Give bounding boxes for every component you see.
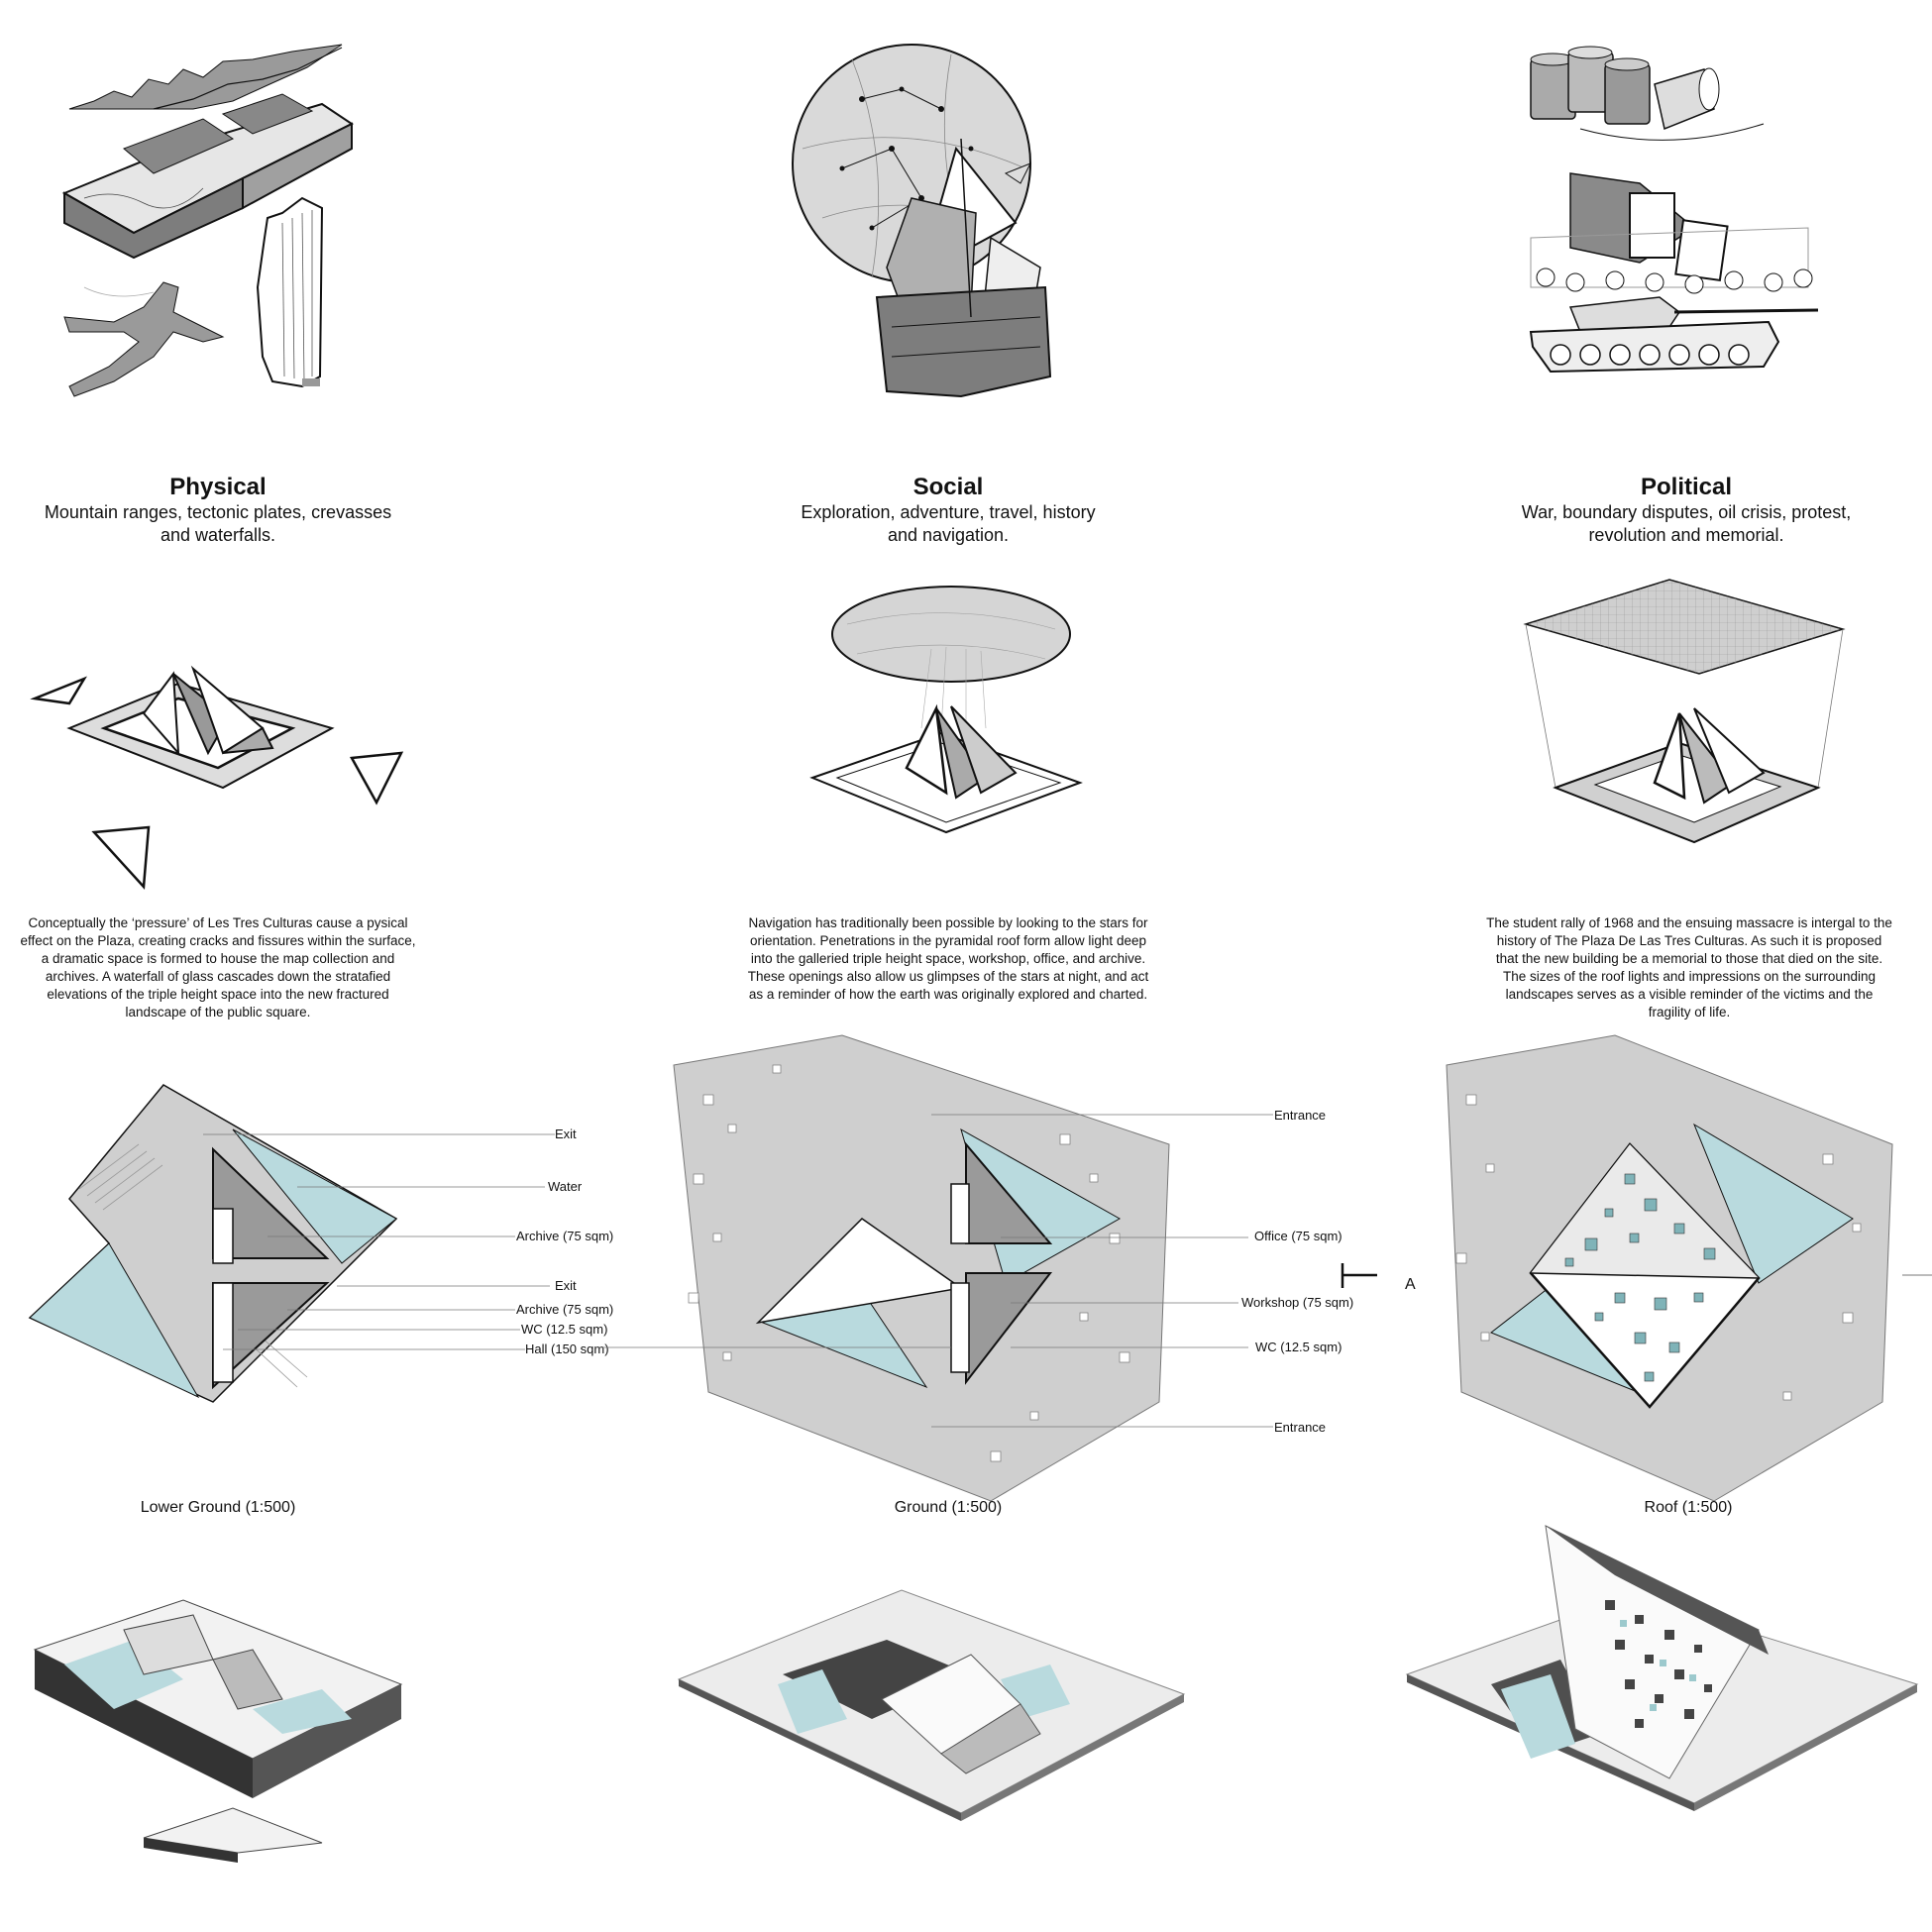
social-subtitle-line2: and navigation. <box>887 525 1010 545</box>
label-hall: Hall (150 sqm) <box>525 1342 609 1356</box>
political-title: Political <box>1640 474 1733 500</box>
perforated-pyramid <box>1545 1525 1760 1779</box>
ground-render <box>677 1589 1186 1821</box>
label-office: Office (75 sqm) <box>1254 1229 1342 1243</box>
label-exit-2: Exit <box>555 1278 577 1293</box>
label-exit-1: Exit <box>555 1127 577 1141</box>
tank-illustration <box>1529 296 1819 374</box>
political-concept-sketch <box>1529 46 1819 374</box>
physical-subtitle-line1: Mountain ranges, tectonic plates, crevas… <box>44 502 392 522</box>
political-memorial-grid-diagram <box>1523 579 1846 844</box>
label-water: Water <box>548 1179 583 1194</box>
physical-subtitle-line2: and waterfalls. <box>160 525 276 545</box>
label-entrance-1: Entrance <box>1274 1108 1327 1123</box>
sailing-ship-illustration <box>875 138 1052 398</box>
label-wc-ground: WC (12.5 sqm) <box>1255 1340 1342 1354</box>
lower-ground-caption: Lower Ground (1:500) <box>140 1499 296 1516</box>
render-water-left <box>778 1669 847 1734</box>
ground-plan <box>594 1034 1273 1502</box>
political-subtitle-line2: revolution and memorial. <box>1588 525 1784 545</box>
section-marker-a: A <box>1405 1276 1416 1293</box>
crevasse-illustration <box>63 281 225 397</box>
lower-ground-plan <box>28 1084 555 1403</box>
social-subtitle-line1: Exploration, adventure, travel, history <box>801 502 1096 522</box>
label-archive-1: Archive (75 sqm) <box>516 1229 614 1243</box>
social-title: Social <box>912 474 984 500</box>
political-description: The student rally of 1968 and the ensuin… <box>1486 915 1892 1020</box>
glass-panel-right <box>1692 1123 1854 1284</box>
protest-crowd-illustration <box>1530 172 1813 294</box>
physical-fractured-plaza-diagram <box>30 665 404 890</box>
water-feature <box>232 1128 397 1264</box>
roof-render <box>1405 1525 1919 1811</box>
lower-ground-render <box>33 1599 403 1863</box>
physical-description: Conceptually the ‘pressure’ of Les Tres … <box>20 915 416 1020</box>
physical-concept-sketch <box>61 44 354 397</box>
label-entrance-2: Entrance <box>1274 1420 1327 1435</box>
label-archive-2: Archive (75 sqm) <box>516 1302 614 1317</box>
social-concept-sketch <box>792 44 1052 398</box>
tectonic-plate-block <box>61 93 354 260</box>
render-glass-edge <box>1501 1674 1575 1759</box>
waterfall-illustration <box>256 196 324 388</box>
label-wc-lower: WC (12.5 sqm) <box>521 1322 608 1337</box>
roof-plan <box>1341 1034 1932 1502</box>
ground-caption: Ground (1:500) <box>894 1499 1003 1516</box>
star-map-disc <box>831 586 1071 683</box>
oil-barrels-illustration <box>1530 46 1765 141</box>
social-description: Navigation has traditionally been possib… <box>747 915 1149 1002</box>
physical-title: Physical <box>169 474 267 500</box>
roof-caption: Roof (1:500) <box>1644 1499 1733 1516</box>
social-star-roof-diagram <box>809 586 1083 834</box>
mountain-range-illustration <box>68 44 343 110</box>
label-workshop: Workshop (75 sqm) <box>1241 1295 1354 1310</box>
political-subtitle-line1: War, boundary disputes, oil crisis, prot… <box>1521 502 1852 522</box>
archive-room-upper <box>212 1146 330 1259</box>
